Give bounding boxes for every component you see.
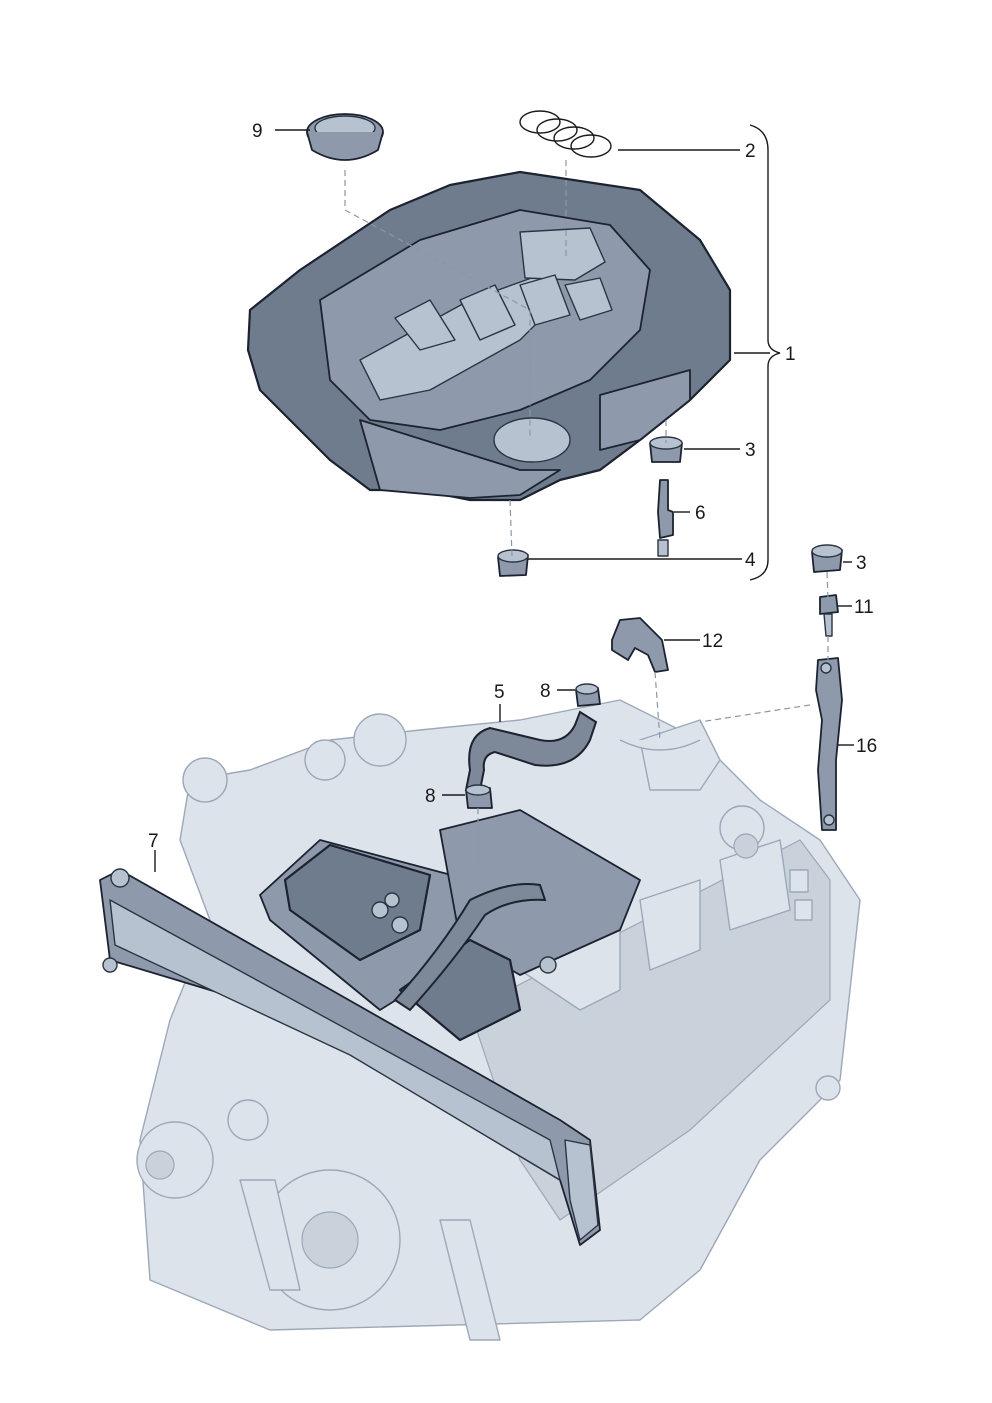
callout-2: 2 xyxy=(745,141,756,162)
callout-9: 9 xyxy=(252,121,263,142)
callout-4: 4 xyxy=(745,550,756,571)
part-3-grommet-lower xyxy=(811,544,843,573)
air-box-unit xyxy=(259,809,641,1042)
part-9-seal-ring xyxy=(306,113,384,161)
callout-6: 6 xyxy=(695,503,706,524)
part-8-clip-lower xyxy=(465,784,493,809)
callout-5: 5 xyxy=(494,682,505,703)
callout-16: 16 xyxy=(856,736,877,757)
part-2-emblem-rings xyxy=(519,110,612,158)
callout-3-lower: 3 xyxy=(856,553,867,574)
callout-7: 7 xyxy=(148,831,159,852)
part-6-stud-bolt xyxy=(657,479,674,557)
leader-lines xyxy=(154,124,854,872)
part-5-hose xyxy=(464,710,598,791)
part-11-bolt xyxy=(819,594,839,637)
part-16-support-bracket xyxy=(815,657,843,831)
part-1-engine-cover xyxy=(246,170,732,502)
callout-8-upper: 8 xyxy=(540,681,551,702)
callout-8-lower: 8 xyxy=(425,786,436,807)
callout-1: 1 xyxy=(785,344,796,365)
callout-labels: 9 2 1 3 6 4 3 11 12 8 5 16 8 7 xyxy=(148,121,877,852)
callout-11: 11 xyxy=(854,597,874,618)
part-3-grommet-upper xyxy=(649,436,683,463)
callout-3-upper: 3 xyxy=(745,440,756,461)
callout-12: 12 xyxy=(702,631,723,652)
part-7-intake-rail xyxy=(99,868,601,1246)
part-8-clip-upper xyxy=(575,683,601,707)
assembly-lines xyxy=(344,160,829,870)
part-12-bracket xyxy=(611,617,669,673)
part-4-grommet xyxy=(497,549,529,577)
